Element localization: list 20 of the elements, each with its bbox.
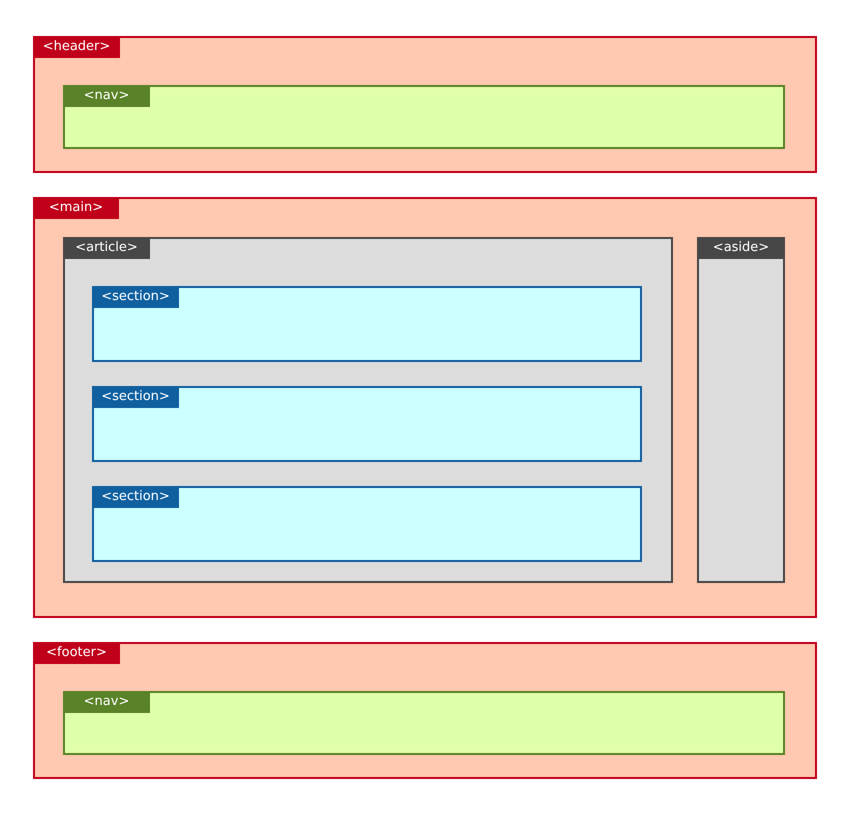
tag-label: <header> xyxy=(33,36,120,58)
layout-region xyxy=(33,36,817,173)
tag-label: <footer> xyxy=(33,642,120,664)
tag-label: <main> xyxy=(33,197,119,219)
layout-region xyxy=(63,85,785,149)
tag-label: <section> xyxy=(92,286,179,308)
layout-region xyxy=(63,691,785,755)
layout-region xyxy=(33,197,817,618)
layout-region xyxy=(33,642,817,779)
layout-region xyxy=(63,237,673,583)
tag-label: <section> xyxy=(92,486,179,508)
layout-region xyxy=(92,286,642,362)
tag-label: <aside> xyxy=(697,237,785,259)
layout-region xyxy=(697,237,785,583)
layout-region xyxy=(92,486,642,562)
layout-region xyxy=(92,386,642,462)
tag-label: <nav> xyxy=(63,85,150,107)
tag-label: <section> xyxy=(92,386,179,408)
tag-label: <article> xyxy=(63,237,150,259)
tag-label: <nav> xyxy=(63,691,150,713)
